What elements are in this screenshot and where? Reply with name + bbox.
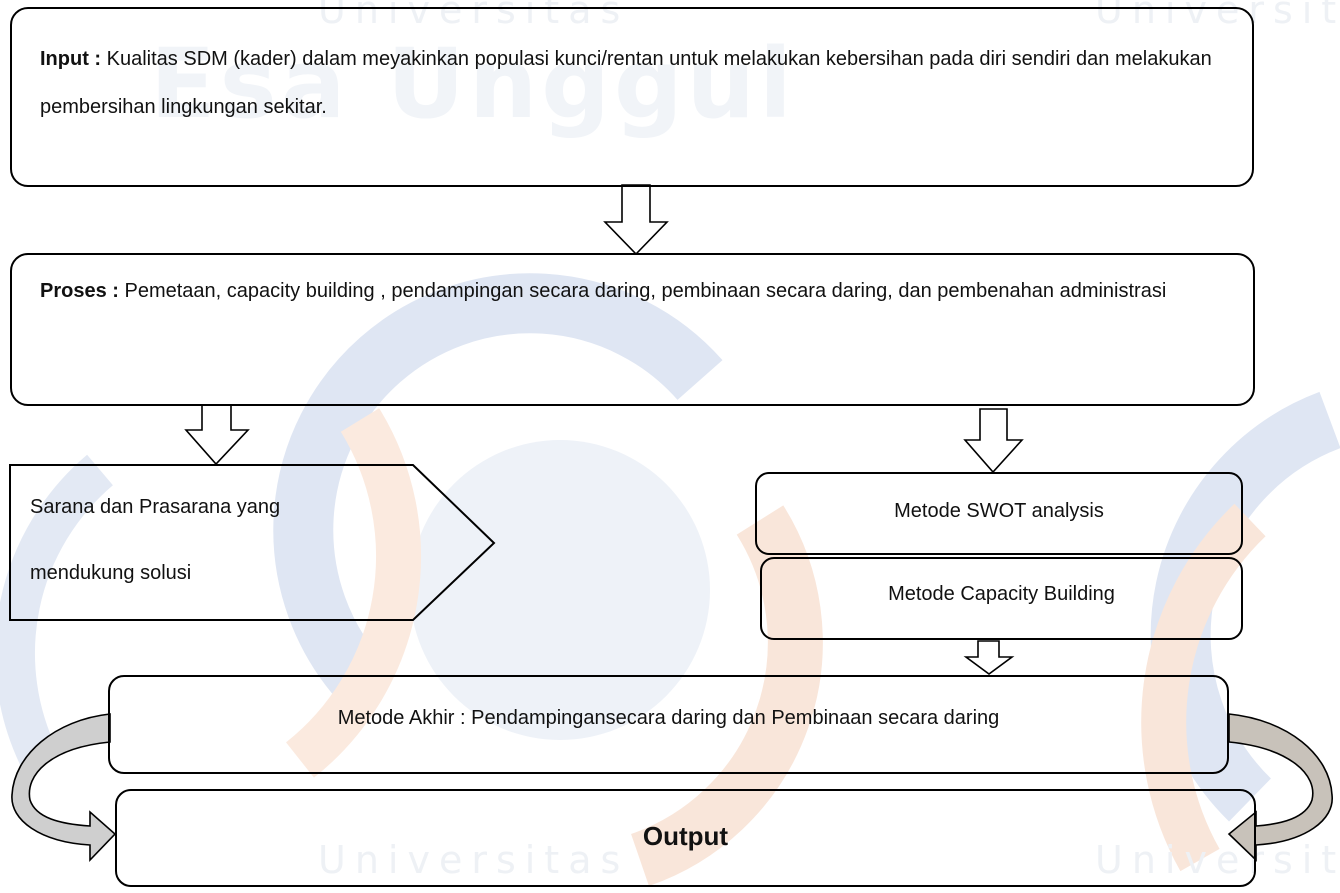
arrow-down-icon: [963, 640, 1015, 675]
facility-shape: [9, 464, 496, 621]
input-text: Input : Kualitas SDM (kader) dalam meyak…: [40, 35, 1230, 131]
input-box: Input : Kualitas SDM (kader) dalam meyak…: [10, 7, 1254, 187]
process-description: Pemetaan, capacity building , pendamping…: [124, 280, 1167, 302]
process-box: Proses : Pemetaan, capacity building , p…: [10, 253, 1255, 406]
curved-arrow-left-icon: [11, 713, 117, 862]
swot-method-label: Metode SWOT analysis: [894, 500, 1104, 522]
facility-line-2: mendukung solusi: [30, 562, 192, 584]
final-method-box: Metode Akhir : Pendampingansecara daring…: [108, 675, 1229, 774]
arrow-down-icon: [184, 404, 250, 466]
swot-method-box: Metode SWOT analysis: [755, 472, 1243, 555]
facility-line-1: Sarana dan Prasarana yang: [30, 496, 281, 518]
arrow-down-icon: [963, 408, 1024, 474]
process-text: Proses : Pemetaan, capacity building , p…: [40, 267, 1240, 315]
process-label: Proses :: [40, 280, 119, 302]
final-method-label: Metode Akhir : Pendampingansecara daring…: [337, 707, 1000, 729]
arrow-down-icon: [603, 184, 669, 256]
output-label: Output: [642, 821, 729, 851]
capacity-method-label: Metode Capacity Building: [888, 583, 1115, 605]
capacity-method-box: Metode Capacity Building: [760, 557, 1243, 640]
input-label: Input :: [40, 48, 102, 70]
output-box: Output: [115, 789, 1256, 887]
input-description: Kualitas SDM (kader) dalam meyakinkan po…: [40, 48, 1212, 118]
